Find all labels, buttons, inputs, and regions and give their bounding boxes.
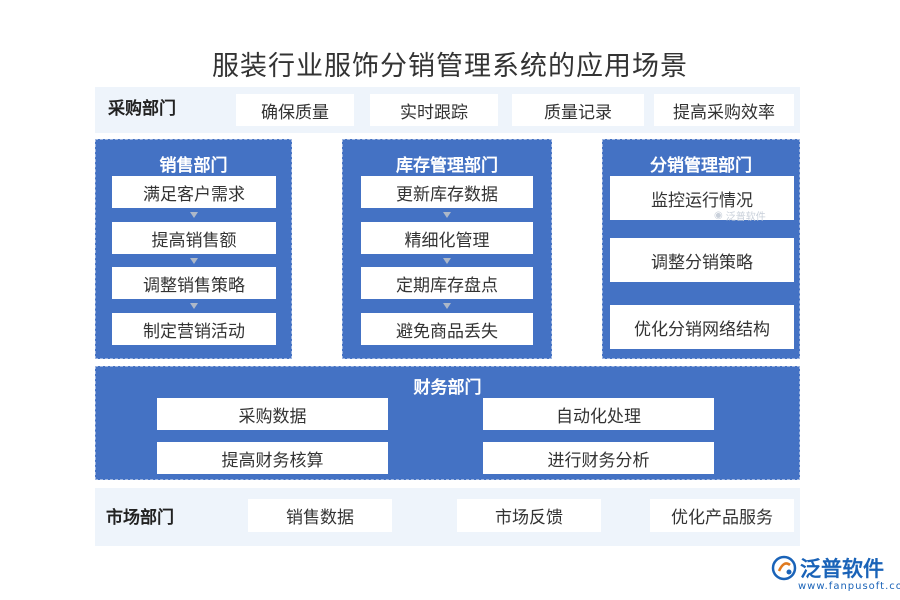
watermark-icon: ◉ [714,210,723,221]
sales-title: 销售部门 [159,156,228,176]
purchase-item-2: 实时跟踪 [370,94,498,126]
inventory-arrow-1 [443,212,451,218]
sales-item-1: 满足客户需求 [112,176,276,208]
purchase-item-1: 确保质量 [236,94,354,126]
finance-item-3: 提高财务核算 [157,442,388,474]
purchase-item-3: 质量记录 [512,94,644,126]
distribution-item-3: 优化分销网络结构 [610,305,794,349]
sales-arrow-3 [190,303,198,309]
sales-arrow-1 [190,212,198,218]
market-item-3: 优化产品服务 [650,499,794,532]
finance-item-4: 进行财务分析 [483,442,714,474]
watermark-text: 泛普软件 [725,212,766,223]
logo-name: 泛普软件 [800,557,884,581]
sales-arrow-2 [190,258,198,264]
inventory-arrow-2 [443,258,451,264]
logo-url: www.fanpusoft.com [798,581,900,592]
distribution-title: 分销管理部门 [650,156,752,176]
finance-item-2: 自动化处理 [483,398,714,430]
market-item-2: 市场反馈 [457,499,601,532]
inventory-arrow-3 [443,303,451,309]
finance-item-1: 采购数据 [157,398,388,430]
inventory-item-4: 避免商品丢失 [361,313,533,345]
sales-item-3: 调整销售策略 [112,267,276,299]
market-item-1: 销售数据 [248,499,392,532]
inventory-title: 库存管理部门 [396,156,498,176]
brand-logo: 泛普软件 www.fanpusoft.com [771,552,900,596]
distribution-item-1: 监控运行情况 [610,176,794,220]
finance-title: 财务部门 [413,378,482,398]
market-label: 市场部门 [106,508,174,528]
sales-item-2: 提高销售额 [112,222,276,254]
watermark: ◉ 泛普软件 [714,208,766,223]
inventory-item-3: 定期库存盘点 [361,267,533,299]
purchase-item-4: 提高采购效率 [654,94,794,126]
fanpu-logo-icon [771,555,797,581]
page-title: 服装行业服饰分销管理系统的应用场景 [212,51,688,82]
purchase-label: 采购部门 [108,99,176,119]
inventory-item-1: 更新库存数据 [361,176,533,208]
sales-item-4: 制定营销活动 [112,313,276,345]
distribution-item-2: 调整分销策略 [610,238,794,282]
inventory-item-2: 精细化管理 [361,222,533,254]
